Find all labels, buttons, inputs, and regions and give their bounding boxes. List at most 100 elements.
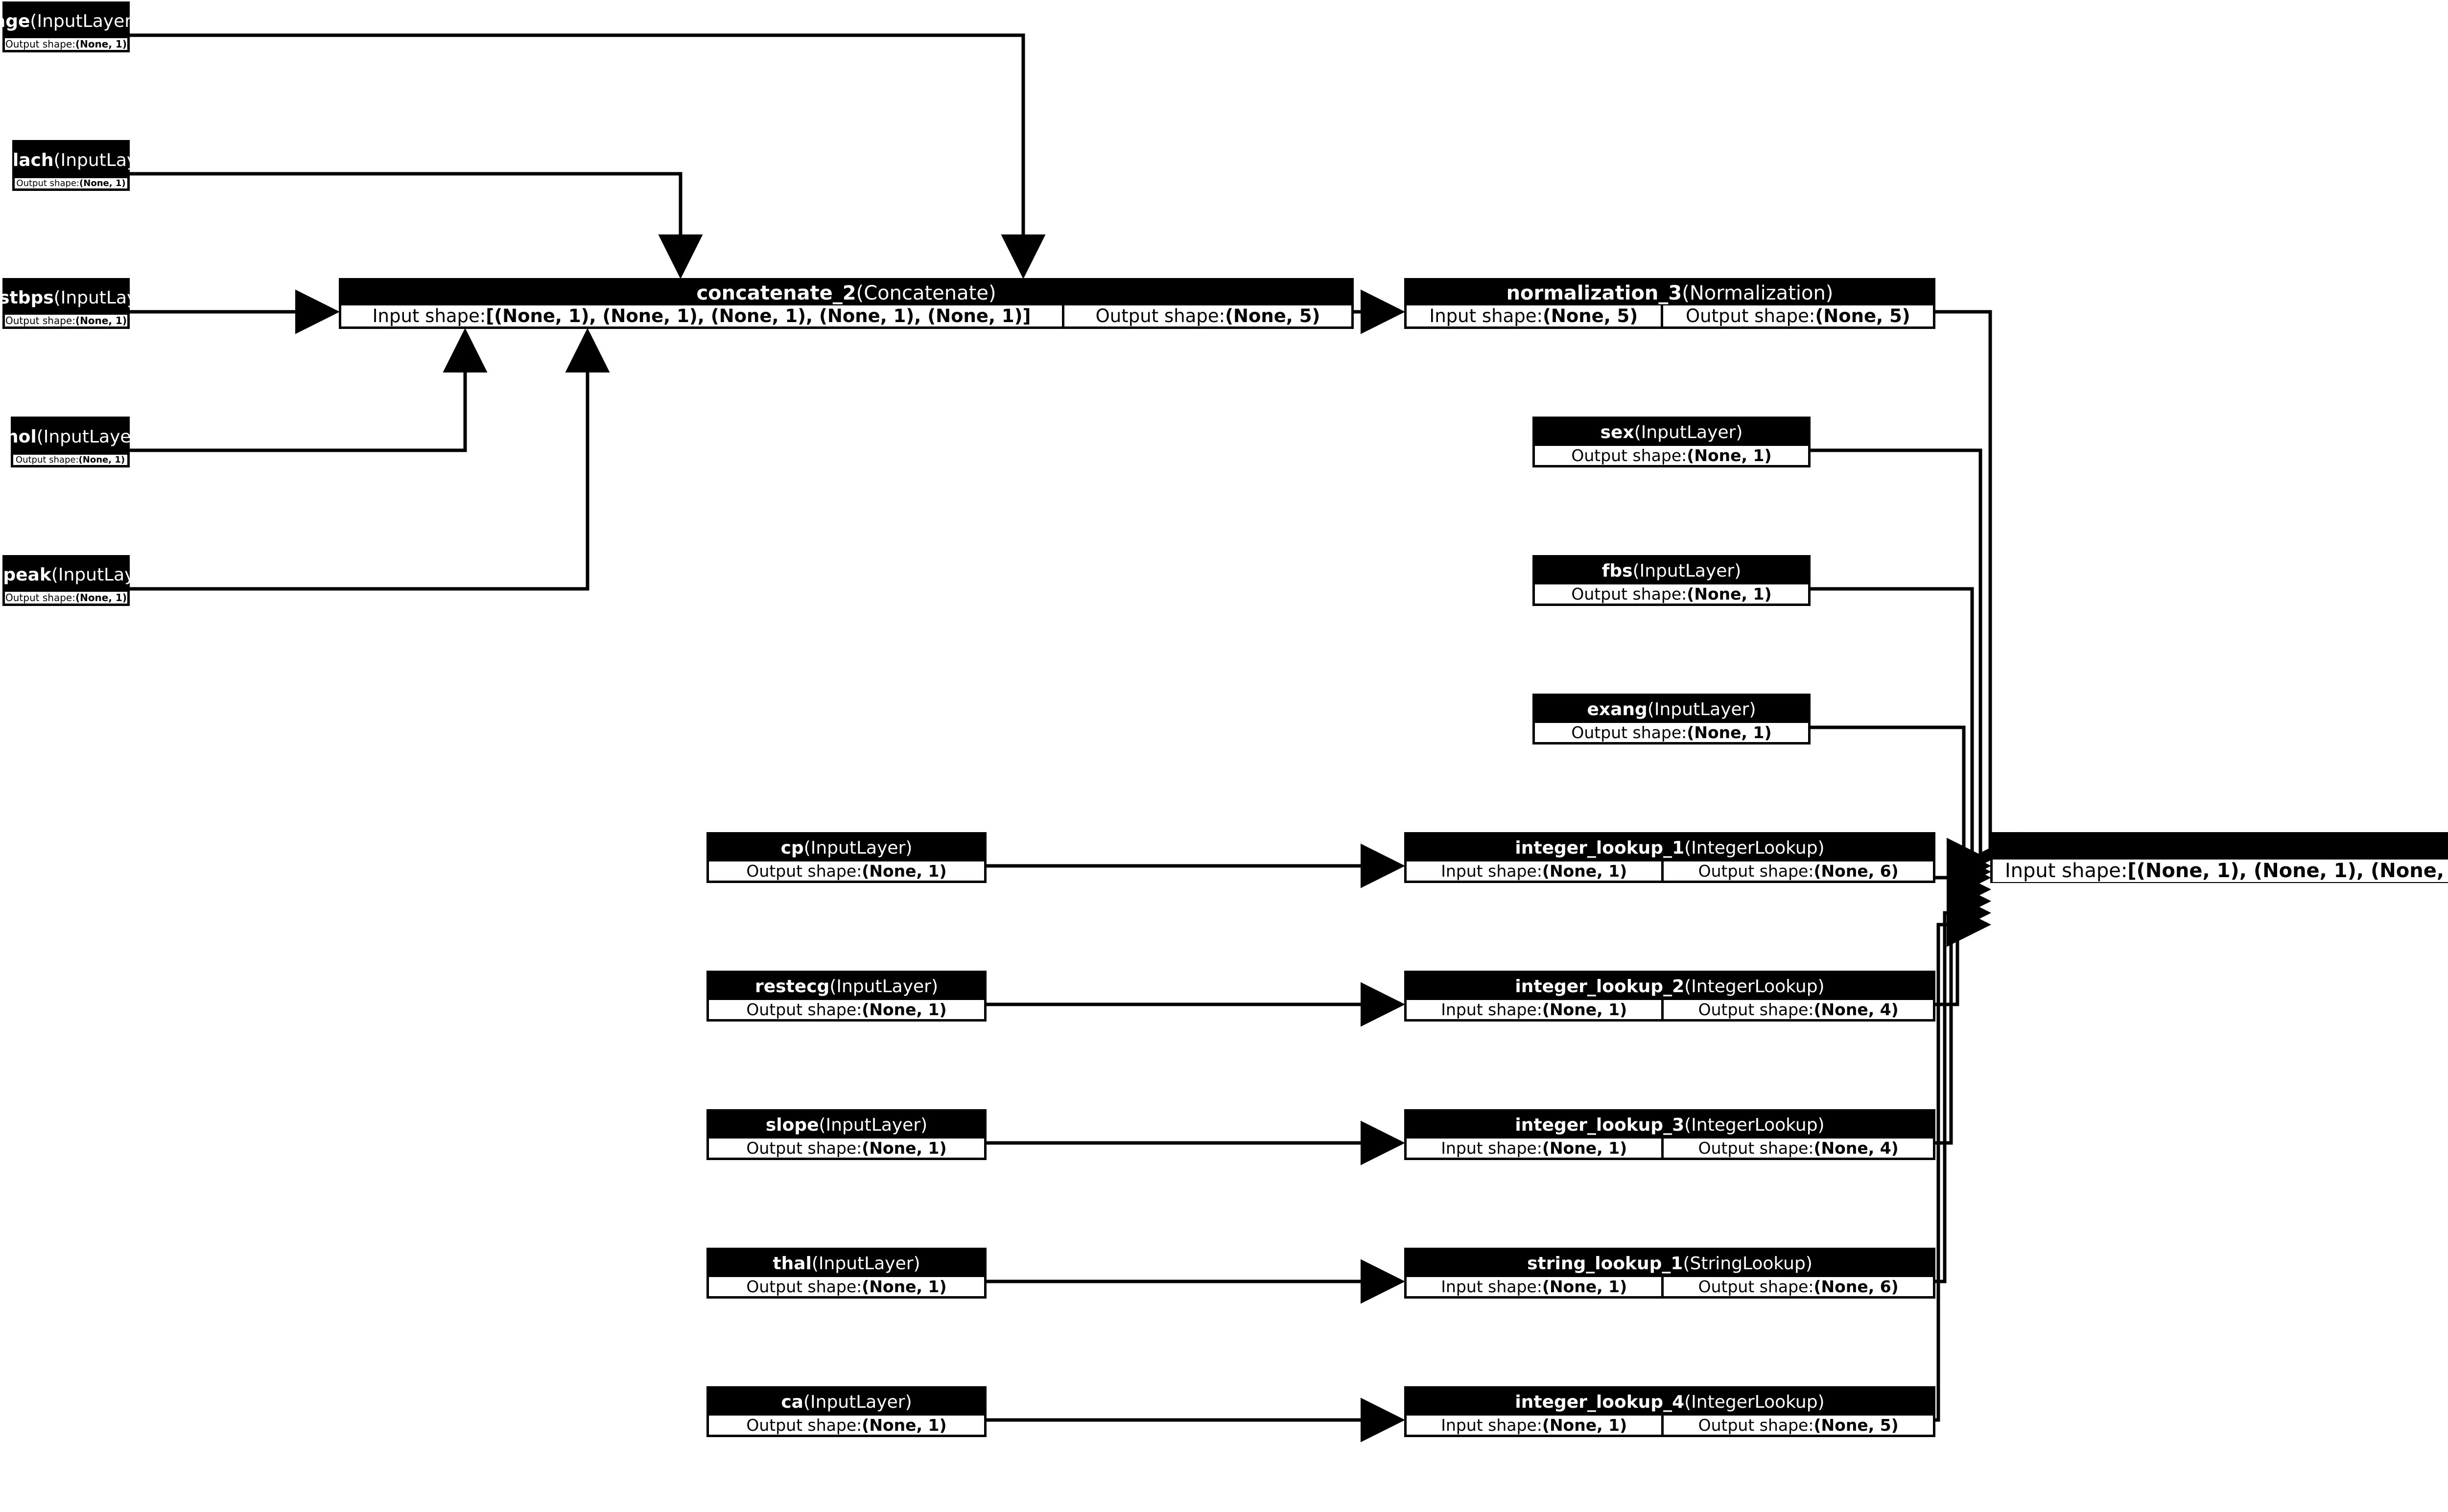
- node-thal[interactable]: thal(InputLayer)Output shape:(None, 1): [706, 1248, 987, 1299]
- node-shape-row-string_lookup_1: Input shape:(None, 1)Output shape:(None,…: [1407, 1277, 1933, 1296]
- node-output-shape-fbs: Output shape:(None, 1): [1535, 584, 1808, 604]
- node-shape-row-chol: Output shape:(None, 1): [13, 455, 127, 465]
- node-trestbps[interactable]: trestbps(InputLayer)Output shape:(None, …: [0, 278, 162, 329]
- node-shape-row-cp: Output shape:(None, 1): [709, 861, 984, 881]
- node-output-shape-slope: Output shape:(None, 1): [709, 1139, 984, 1158]
- node-restecg[interactable]: restecg(InputLayer)Output shape:(None, 1…: [706, 971, 987, 1022]
- node-title-integer_lookup_2: integer_lookup_2(IntegerLookup): [1407, 973, 1933, 1000]
- shape-value: (None, 1): [1542, 1139, 1627, 1158]
- shape-value: (None, 5): [1815, 305, 1910, 326]
- node-title-cp: cp(InputLayer): [709, 835, 984, 861]
- node-title-concatenate_2: concatenate_2(Concatenate): [341, 280, 1351, 305]
- shape-value: (None, 5): [1813, 1416, 1899, 1435]
- edge-normalization3-to-concatenate3: [1935, 310, 2022, 877]
- node-type-integer_lookup_1: (IntegerLookup): [1684, 838, 1825, 858]
- shape-label: Output shape:: [746, 1000, 862, 1019]
- node-oldpeak[interactable]: oldpeak(InputLayer)Output shape:(None, 1…: [0, 555, 160, 606]
- node-shape-row-thal: Output shape:(None, 1): [709, 1277, 984, 1296]
- node-output-shape-integer_lookup_4: Output shape:(None, 5): [1661, 1416, 1933, 1435]
- edge-group-categorical-inputs: [987, 843, 1405, 1442]
- node-shape-row-slope: Output shape:(None, 1): [709, 1139, 984, 1158]
- node-name-integer_lookup_3: integer_lookup_3: [1515, 1115, 1685, 1135]
- node-thalach[interactable]: thalach(InputLayer)Output shape:(None, 1…: [0, 140, 162, 191]
- shape-label: Output shape:: [1095, 305, 1225, 326]
- shape-value: (None, 6): [1813, 861, 1899, 881]
- node-type-integer_lookup_4: (IntegerLookup): [1684, 1392, 1825, 1412]
- shape-value: (None, 1): [862, 861, 947, 881]
- shape-value: (None, 6): [1813, 1277, 1899, 1296]
- node-concatenate_2[interactable]: concatenate_2(Concatenate)Input shape:[(…: [339, 278, 1354, 329]
- node-integer_lookup_1[interactable]: integer_lookup_1(IntegerLookup)Input sha…: [1404, 832, 1935, 883]
- node-integer_lookup_4[interactable]: integer_lookup_4(IntegerLookup)Input sha…: [1404, 1386, 1935, 1437]
- node-name-exang: exang: [1587, 699, 1648, 720]
- edge-thalach-to-concatenate2: [130, 172, 703, 279]
- node-name-oldpeak: oldpeak: [0, 564, 51, 585]
- node-age[interactable]: age(InputLayer)Output shape:(None, 1): [0, 1, 139, 52]
- shape-value: (None, 4): [1813, 1000, 1899, 1019]
- edge-fbs-to-concatenate3: [1811, 587, 1991, 888]
- node-shape-row-integer_lookup_1: Input shape:(None, 1)Output shape:(None,…: [1407, 861, 1933, 881]
- node-title-integer_lookup_3: integer_lookup_3(IntegerLookup): [1407, 1112, 1933, 1139]
- shape-value: (None, 1): [75, 592, 127, 604]
- node-integer_lookup_2[interactable]: integer_lookup_2(IntegerLookup)Input sha…: [1404, 971, 1935, 1022]
- node-title-age: age(InputLayer): [0, 4, 139, 38]
- shape-label: Output shape:: [1571, 446, 1687, 465]
- shape-label: Output shape:: [1698, 1139, 1814, 1158]
- shape-label: Output shape:: [1698, 1000, 1814, 1019]
- node-title-exang: exang(InputLayer): [1535, 696, 1808, 723]
- node-name-cp: cp: [780, 838, 804, 858]
- node-output-shape-oldpeak: Output shape:(None, 1): [5, 592, 127, 604]
- node-exang[interactable]: exang(InputLayer)Output shape:(None, 1): [1532, 694, 1811, 744]
- node-name-trestbps: trestbps: [0, 287, 54, 308]
- node-output-shape-sex: Output shape:(None, 1): [1535, 446, 1808, 465]
- shape-value: (None, 5): [1543, 305, 1638, 326]
- edge-chol-to-concatenate2: [130, 328, 488, 452]
- node-shape-row-exang: Output shape:(None, 1): [1535, 723, 1808, 742]
- node-title-restecg: restecg(InputLayer): [709, 973, 984, 1000]
- node-title-thal: thal(InputLayer): [709, 1250, 984, 1277]
- node-shape-row-integer_lookup_2: Input shape:(None, 1)Output shape:(None,…: [1407, 1000, 1933, 1019]
- node-output-shape-thal: Output shape:(None, 1): [709, 1277, 984, 1296]
- shape-value: (None, 4): [1813, 1139, 1899, 1158]
- node-output-shape-integer_lookup_2: Output shape:(None, 4): [1661, 1000, 1933, 1019]
- node-string_lookup_1[interactable]: string_lookup_1(StringLookup)Input shape…: [1404, 1248, 1935, 1299]
- node-chol[interactable]: chol(InputLayer)Output shape:(None, 1): [0, 417, 145, 467]
- edge-integerlookup2-to-concatenate3: [1935, 867, 1991, 1006]
- node-shape-row-trestbps: Output shape:(None, 1): [5, 315, 127, 326]
- edge-age-to-concatenate2: [130, 33, 1046, 279]
- node-title-string_lookup_1: string_lookup_1(StringLookup): [1407, 1250, 1933, 1277]
- node-title-slope: slope(InputLayer): [709, 1112, 984, 1139]
- node-type-string_lookup_1: (StringLookup): [1683, 1254, 1812, 1274]
- node-concatenate_3[interactable]: concatenate_3(Concatenate)Input shape:[(…: [1990, 832, 2448, 883]
- node-ca[interactable]: ca(InputLayer)Output shape:(None, 1): [706, 1386, 987, 1437]
- node-name-string_lookup_1: string_lookup_1: [1527, 1254, 1683, 1274]
- node-output-shape-restecg: Output shape:(None, 1): [709, 1000, 984, 1019]
- node-shape-row-thalach: Output shape:(None, 1): [15, 178, 127, 188]
- node-output-shape-integer_lookup_3: Output shape:(None, 4): [1661, 1139, 1933, 1158]
- node-integer_lookup_3[interactable]: integer_lookup_3(IntegerLookup)Input sha…: [1404, 1109, 1935, 1160]
- shape-value: [(None, 1), (None, 1), (None, 1), (None,…: [2127, 860, 2448, 882]
- node-normalization_3[interactable]: normalization_3(Normalization)Input shap…: [1404, 278, 1935, 329]
- node-slope[interactable]: slope(InputLayer)Output shape:(None, 1): [706, 1109, 987, 1160]
- node-cp[interactable]: cp(InputLayer)Output shape:(None, 1): [706, 832, 987, 883]
- node-fbs[interactable]: fbs(InputLayer)Output shape:(None, 1): [1532, 555, 1811, 606]
- node-title-sex: sex(InputLayer): [1535, 419, 1808, 446]
- node-type-thal: (InputLayer): [811, 1254, 920, 1274]
- shape-label: Input shape:: [2004, 860, 2128, 882]
- shape-value: (None, 1): [1542, 1416, 1627, 1435]
- shape-value: (None, 1): [862, 1139, 947, 1158]
- node-type-concatenate_2: (Concatenate): [856, 281, 996, 304]
- node-type-exang: (InputLayer): [1647, 699, 1756, 720]
- node-input-shape-integer_lookup_2: Input shape:(None, 1): [1407, 1000, 1662, 1019]
- node-name-integer_lookup_4: integer_lookup_4: [1515, 1392, 1685, 1412]
- node-type-chol: (InputLayer): [36, 427, 145, 447]
- shape-value: (None, 1): [1687, 446, 1772, 465]
- node-output-shape-exang: Output shape:(None, 1): [1535, 723, 1808, 742]
- node-name-ca: ca: [781, 1392, 803, 1412]
- shape-value: (None, 1): [862, 1000, 947, 1019]
- shape-label: Output shape:: [746, 1139, 862, 1158]
- node-name-slope: slope: [765, 1115, 819, 1135]
- node-sex[interactable]: sex(InputLayer)Output shape:(None, 1): [1532, 417, 1811, 467]
- shape-label: Output shape:: [5, 592, 75, 604]
